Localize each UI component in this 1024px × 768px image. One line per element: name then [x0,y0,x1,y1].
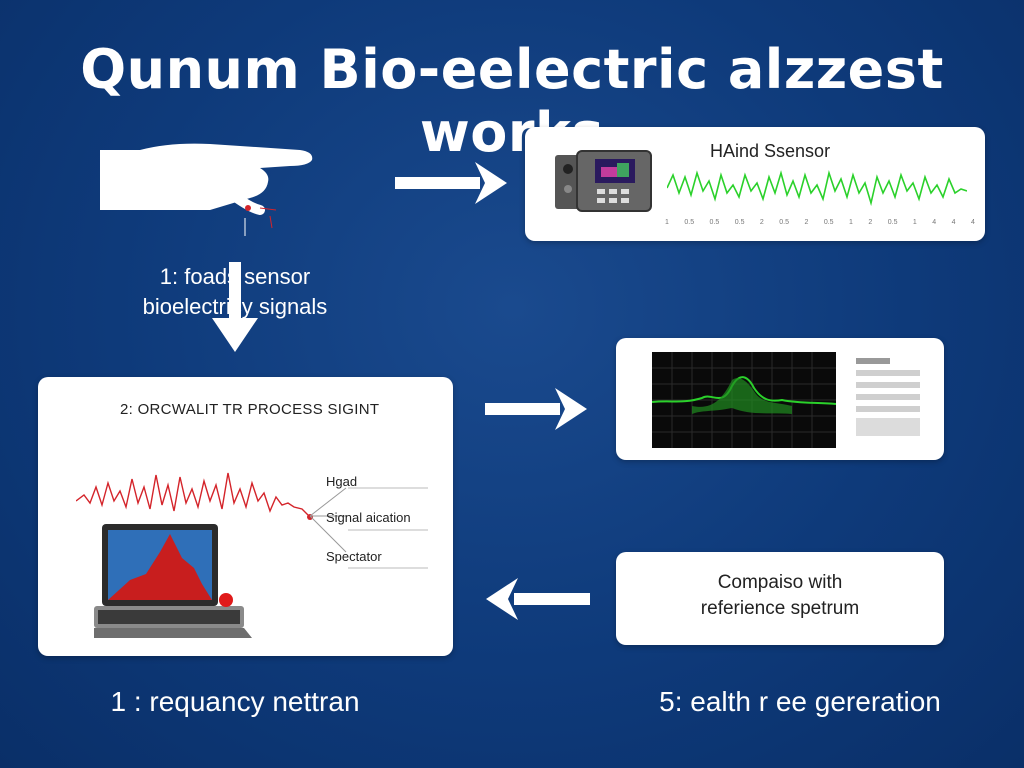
tick-label: 2 [759,219,764,226]
comparison-text: Compaiso with referience spetrum [616,570,944,622]
tick-label: 4 [951,219,956,226]
legend-connector-lines [309,487,428,569]
legend-item: Spectator [326,549,382,564]
tick-label: 1 [912,219,917,226]
comparison-card: Compaiso with referience spetrum [616,552,944,645]
panel-bar [856,370,920,376]
tick-label: 4 [971,219,975,226]
tick-label: 0.5 [709,219,720,226]
arrow-right-icon [485,388,587,430]
spectrum-side-panel [856,358,920,436]
spectrum-chart [652,352,836,448]
arrow-right-icon [395,162,507,204]
tick-label: 0.5 [734,219,745,226]
hand-icon [100,143,313,236]
tick-label: 0.5 [779,219,790,226]
comparison-line1: Compaiso with [717,572,843,593]
hand-sensor-title: HAind Ssensor [710,141,831,161]
tick-label: 0.5 [823,219,834,226]
process-signal-card: 2: ORCWALIT TR PROCESS SIGINT Hgad Signa… [38,377,453,656]
bottom-left-label: 1 : requancy nettran [110,686,360,717]
comparison-line2: referience spetrum [700,598,860,619]
tick-label: 1 [665,219,669,226]
tick-label: 2 [804,219,809,226]
arrow-down-icon [212,262,258,352]
process-title: 2: ORCWALIT TR PROCESS SIGINT [120,401,380,418]
tick-label: 4 [932,219,937,226]
sensor-signal-waveform [667,170,967,207]
laptop-icon [94,524,252,638]
sensor-device-icon [555,150,652,212]
panel-block [856,418,920,436]
process-red-waveform [76,472,313,520]
panel-bar [856,382,920,388]
panel-bar [856,358,890,364]
panel-bar [856,394,920,400]
tick-label: 2 [868,219,873,226]
hand-sensor-card: HAind Ssensor 1 0.5 0.5 0.5 2 0.5 2 0.5 … [525,127,985,241]
bottom-right-label: 5: ealth r ee gereration [659,686,941,717]
spectrum-card [616,338,944,460]
tick-label: 0.5 [887,219,898,226]
tick-label: 0.5 [684,219,695,226]
arrow-left-icon [486,578,590,620]
legend-item: Signal aication [326,510,411,525]
tick-label: 1 [849,219,853,226]
panel-bar [856,406,920,412]
sensor-tick-row: 1 0.5 0.5 0.5 2 0.5 2 0.5 1 2 0.5 1 4 4 … [665,219,975,226]
legend-item: Hgad [326,474,358,489]
